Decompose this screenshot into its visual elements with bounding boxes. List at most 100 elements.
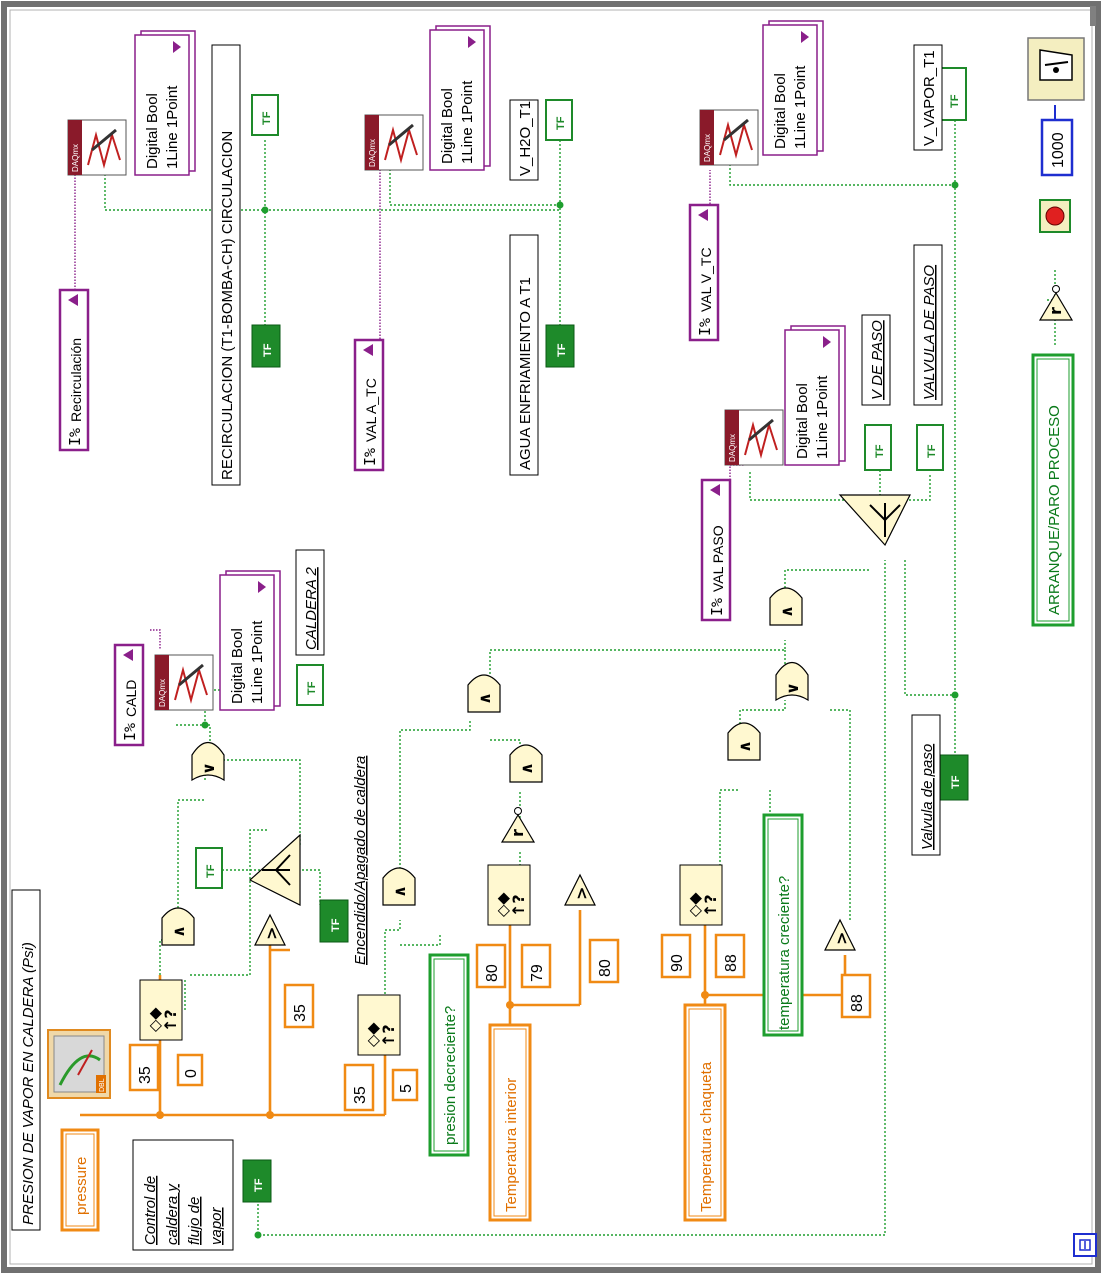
const-80b: 80 (588, 938, 620, 984)
svg-text:5: 5 (398, 1084, 415, 1093)
daqmx-write-icon: DAQmx (67, 119, 127, 176)
svg-text:V_VAPOR_T1: V_VAPOR_T1 (921, 50, 938, 146)
label-valvula-caps: VALVULA DE PASO (913, 244, 943, 406)
svg-text:AGUA ENFRIAMIENTO A T1: AGUA ENFRIAMIENTO A T1 (517, 277, 534, 470)
and-gate-icon: ∧ (382, 867, 416, 906)
svg-text:DBL: DBL (99, 1078, 106, 1092)
svg-text:∧: ∧ (390, 885, 409, 898)
svg-text:Valvula de paso: Valvula de paso (919, 744, 936, 850)
diagram-title: PRESION DE VAPOR EN CALDERA (Psi) (11, 889, 41, 1231)
svg-text:1Line 1Point: 1Line 1Point (459, 80, 476, 164)
svg-text:TF: TF (262, 343, 274, 357)
in-range-icon: ◇◆↑? (139, 979, 183, 1041)
daqmx-write-icon: DAQmx (364, 114, 424, 171)
svg-text:↑?: ↑? (701, 894, 720, 917)
stop-button-icon[interactable] (1039, 199, 1071, 233)
svg-text:VAL A_TC: VAL A_TC (363, 378, 379, 442)
svg-text:DAQmx: DAQmx (368, 139, 377, 167)
svg-text:ARRANQUE/PARO PROCESO: ARRANQUE/PARO PROCESO (1046, 405, 1063, 615)
svg-text:Digital Bool: Digital Bool (144, 93, 161, 169)
svg-text:Encendido/Apagado de caldera: Encendido/Apagado de caldera (352, 756, 369, 965)
gauge-icon: DBL (47, 1029, 111, 1099)
tf-terminal: TF (939, 67, 967, 121)
const-35c: 35 (343, 1063, 375, 1112)
label-v-h2o-t1: V_H2O_T1 (509, 99, 539, 181)
daqmx-write-icon: DAQmx (724, 409, 784, 466)
pressure-control[interactable]: pressure (60, 1128, 100, 1232)
svg-text:VAL V_TC: VAL V_TC (698, 247, 714, 312)
svg-text:pressure: pressure (73, 1157, 90, 1215)
channel-recirculacion: I% Recirculación (58, 288, 90, 452)
svg-text:Digital Bool: Digital Bool (439, 88, 456, 164)
svg-text:DAQmx: DAQmx (71, 144, 80, 172)
tf-terminal: TF (864, 424, 892, 471)
label-recirculacion: RECIRCULACION (T1-BOMBA-CH) CIRCULACION (211, 44, 241, 486)
svg-text:>: > (832, 932, 851, 945)
svg-text:r: r (1046, 307, 1065, 315)
svg-text:DAQmx: DAQmx (158, 679, 167, 707)
const-88b: 88 (840, 973, 872, 1019)
svg-text:CALDERA 2: CALDERA 2 (303, 567, 320, 650)
svg-text:0: 0 (183, 1069, 200, 1078)
daq-selector: Digital Bool 1Line 1Point (762, 20, 824, 156)
svg-text:caldera y: caldera y (164, 1183, 181, 1245)
and-gate-icon: ∧ (509, 744, 543, 783)
daq-channels: I% Recirculación I% VAL A_TC I% VAL V_TC… (58, 203, 732, 747)
svg-text:◇◆: ◇◆ (493, 892, 512, 917)
svg-text:I%: I% (66, 428, 84, 446)
daq-selectors: Digital Bool 1Line 1Point Digital Bool 1… (134, 20, 846, 711)
svg-text:I%: I% (708, 598, 726, 616)
and-gate-icon: ∧ (467, 674, 501, 713)
svg-text:temperatura creciente?: temperatura creciente? (776, 876, 793, 1030)
svg-text:∨: ∨ (783, 682, 802, 695)
svg-text:Digital Bool: Digital Bool (772, 73, 789, 149)
not-gate-icon: r (500, 807, 536, 843)
temperatura-chaqueta-control[interactable]: Temperatura chaqueta (683, 1003, 727, 1222)
svg-text:>: > (572, 887, 591, 900)
svg-text:1Line 1Point: 1Line 1Point (814, 375, 831, 459)
label-agua-enfriamiento: AGUA ENFRIAMIENTO A T1 (509, 234, 539, 476)
svg-text:∧: ∧ (517, 762, 536, 775)
temperatura-interior-control[interactable]: Temperatura interior (488, 1023, 532, 1222)
boolean-terminals: TF TF TF TF TF TF TF TF TF TF TF TF (195, 67, 969, 1203)
and-gate-icon: ∧ (161, 907, 195, 946)
svg-text:80: 80 (597, 959, 614, 977)
svg-text:∧: ∧ (735, 740, 754, 753)
svg-text:I%: I% (121, 723, 139, 741)
svg-text:◇◆: ◇◆ (145, 1007, 164, 1032)
channel-val-paso: I% VAL PASO (700, 478, 732, 622)
compare-icon: > (254, 913, 286, 946)
svg-text:88: 88 (849, 994, 866, 1012)
tf-terminal: TF (939, 754, 969, 801)
select-icon (248, 833, 301, 906)
svg-text:80: 80 (484, 964, 501, 982)
svg-text:1Line 1Point: 1Line 1Point (792, 65, 809, 149)
const-35a: 35 (128, 1043, 160, 1092)
const-88a: 88 (714, 933, 746, 979)
const-0: 0 (176, 1053, 204, 1087)
svg-text:V DE PASO: V DE PASO (869, 320, 886, 400)
tf-terminal: TF (916, 424, 944, 471)
in-range-icon: ◇◆↑? (357, 994, 401, 1056)
tf-terminal: TF (251, 324, 281, 368)
label-valvula-de-paso: Valvula de paso (911, 714, 941, 856)
svg-text:TF: TF (205, 864, 217, 878)
svg-text:TF: TF (949, 94, 961, 108)
daq-selector: Digital Bool 1Line 1Point (219, 570, 281, 711)
arranque-paro-button[interactable]: ARRANQUE/PARO PROCESO (1031, 353, 1075, 627)
svg-text:1Line 1Point: 1Line 1Point (164, 85, 181, 169)
svg-text:VAL PASO: VAL PASO (710, 525, 726, 592)
numeric-constants: 35 0 35 35 5 80 79 80 90 88 88 1000 (128, 118, 1074, 1112)
const-90: 90 (660, 933, 692, 979)
svg-text:TF: TF (306, 681, 318, 695)
logic-gates: ∧ ∧ ∧ ∧ ∧ ∧ ∨ ∨ > > > r r (161, 285, 1074, 951)
svg-text:35: 35 (352, 1086, 369, 1104)
in-range-icon: ◇◆↑? (487, 864, 531, 926)
svg-text:Temperatura chaqueta: Temperatura chaqueta (698, 1061, 715, 1212)
channel-val-a-tc: I% VAL A_TC (353, 338, 385, 472)
svg-text:TF: TF (556, 343, 568, 357)
svg-text:DAQmx: DAQmx (728, 434, 737, 462)
svg-text:↑?: ↑? (161, 1009, 180, 1032)
svg-text:Temperatura interior: Temperatura interior (503, 1078, 520, 1212)
